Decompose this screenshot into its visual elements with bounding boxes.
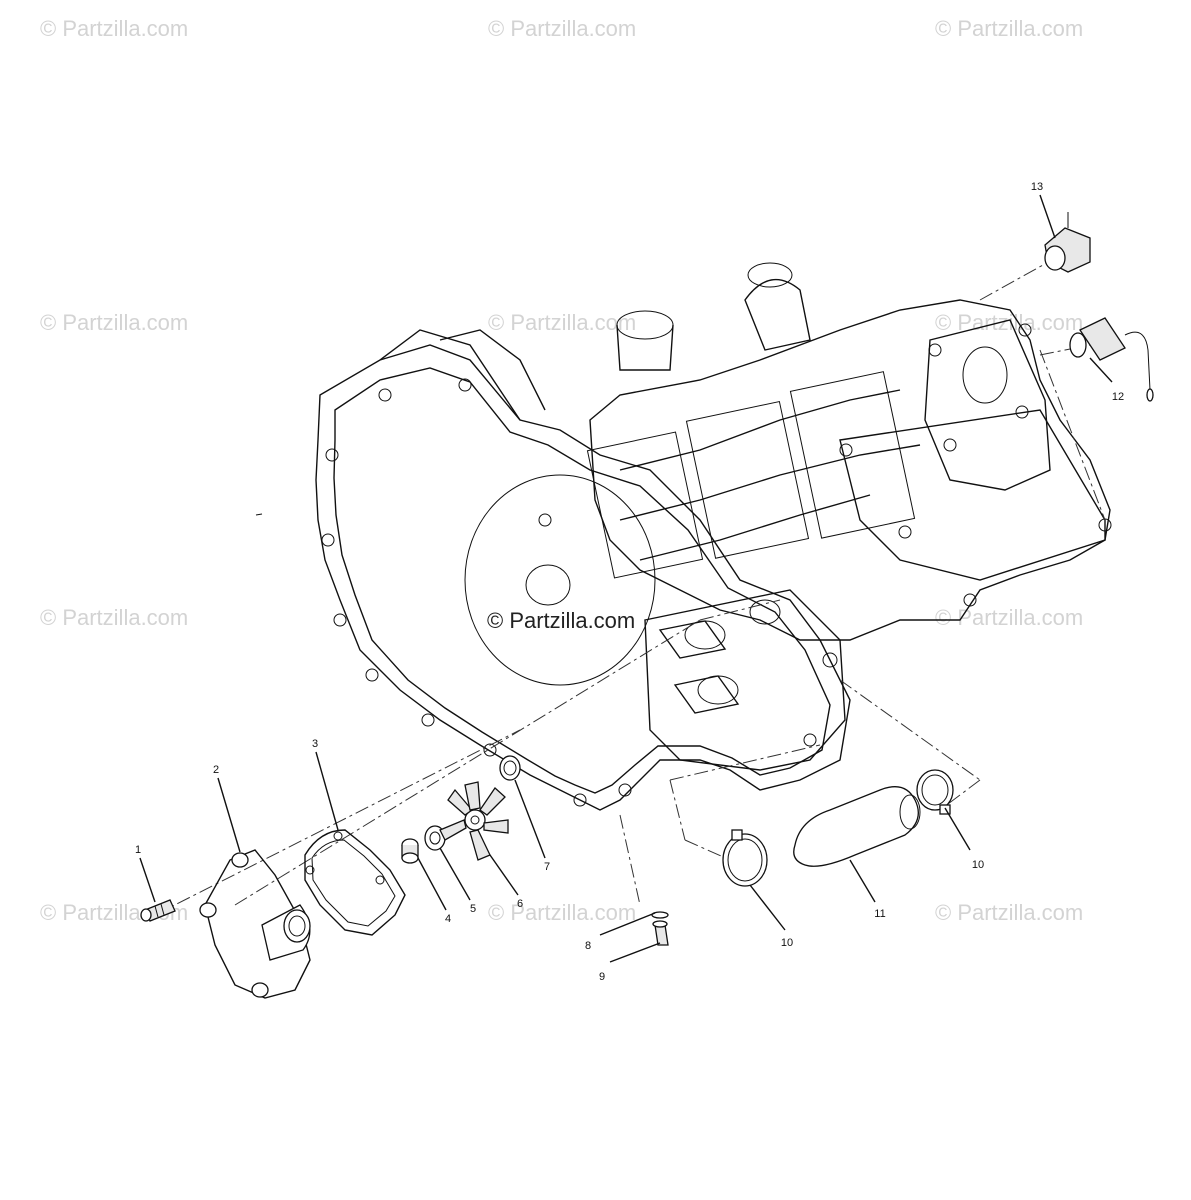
part-10-clamp-right <box>916 769 954 815</box>
watermark-row4-center: © Partzilla.com <box>488 900 636 925</box>
leader-lines <box>139 194 1113 963</box>
callout-10-left: 10 <box>781 937 793 949</box>
watermark-center: © Partzilla.com <box>487 608 635 633</box>
part-7-seal <box>499 755 521 781</box>
callout-4: 4 <box>445 913 451 925</box>
callout-10-right: 10 <box>972 859 984 871</box>
callout-labels: 1 2 3 4 5 6 7 8 9 10 10 11 12 13 <box>135 181 1124 983</box>
watermark-top-right: © Partzilla.com <box>935 16 1083 41</box>
part-9-bolt <box>652 920 669 946</box>
part-11-hose <box>793 786 921 867</box>
part-5-washer <box>424 825 446 851</box>
callout-1: 1 <box>135 844 141 856</box>
part-6-impeller <box>439 781 509 861</box>
engine-crankcase <box>315 262 1112 811</box>
callout-6: 6 <box>517 898 523 910</box>
callout-12: 12 <box>1112 391 1124 403</box>
watermark-mid-center: © Partzilla.com <box>488 310 636 335</box>
part-3-gasket <box>304 829 406 936</box>
part-13-switch <box>1044 212 1091 273</box>
watermark-row3-right: © Partzilla.com <box>935 605 1083 630</box>
stray-mark <box>255 513 263 516</box>
part-4-plug <box>401 838 419 864</box>
callout-7: 7 <box>544 861 550 873</box>
callout-11: 11 <box>874 908 885 920</box>
callout-8: 8 <box>585 940 591 952</box>
watermark-row4-right: © Partzilla.com <box>935 900 1083 925</box>
watermark-row3-left: © Partzilla.com <box>40 605 188 630</box>
part-1-bolt <box>140 899 176 922</box>
callout-13: 13 <box>1031 181 1043 193</box>
callout-9: 9 <box>599 971 605 983</box>
watermark-top-center: © Partzilla.com <box>488 16 636 41</box>
part-12-temp-sender <box>1069 317 1154 402</box>
watermarks: © Partzilla.com © Partzilla.com © Partzi… <box>40 16 1083 925</box>
watermark-mid-right: © Partzilla.com <box>935 310 1083 335</box>
assembly-lines <box>154 249 1106 916</box>
callout-3: 3 <box>312 738 318 750</box>
part-10-clamp-left <box>722 829 768 887</box>
watermark-top-left: © Partzilla.com <box>40 16 188 41</box>
part-2-pump-cover <box>199 849 311 999</box>
watermark-mid-left: © Partzilla.com <box>40 310 188 335</box>
part-8-washer <box>651 911 669 919</box>
callout-5: 5 <box>470 903 476 915</box>
callout-2: 2 <box>213 764 219 776</box>
